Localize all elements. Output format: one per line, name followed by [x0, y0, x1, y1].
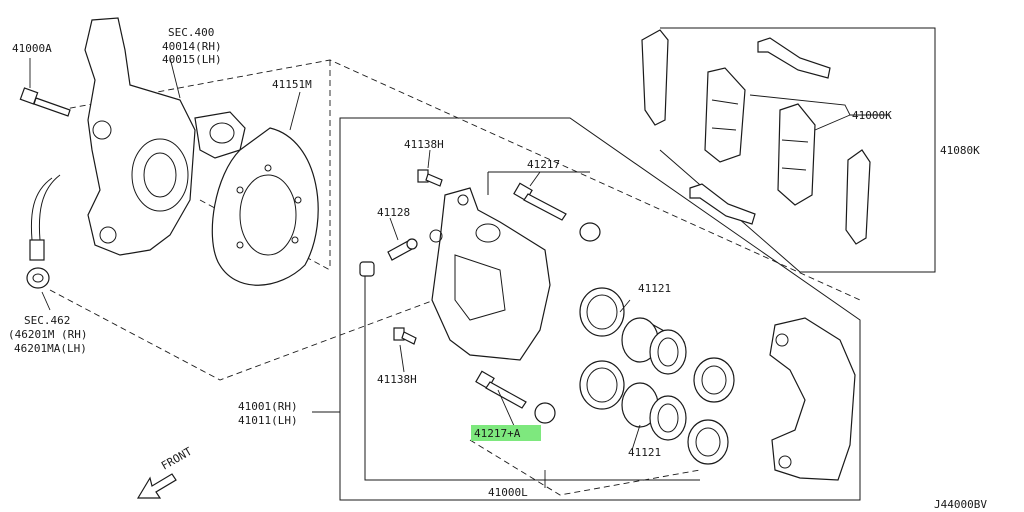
label-41217[interactable]: 41217: [527, 158, 560, 171]
dust-boot-bottom: [687, 419, 729, 465]
dust-boot-top: [693, 357, 735, 403]
bolt-41000a: [19, 87, 71, 117]
caliper-bracket: [769, 317, 856, 481]
label-41000a[interactable]: 41000A: [12, 42, 52, 55]
label-41217a[interactable]: 41217+A: [474, 427, 521, 440]
piston-seal-top: [579, 287, 625, 337]
label-front: FRONT: [159, 445, 195, 473]
label-41121-bottom[interactable]: 41121: [628, 446, 661, 459]
label-41151m[interactable]: 41151M: [272, 78, 312, 91]
brake-hose: [26, 174, 61, 289]
label-46201m[interactable]: (46201M (RH): [8, 328, 87, 341]
pad-clip-top: [757, 37, 831, 79]
label-40014[interactable]: 40014(RH): [162, 40, 222, 53]
label-41000k[interactable]: 41000K: [852, 109, 892, 122]
label-41011[interactable]: 41011(LH): [238, 414, 298, 427]
label-41138h-bottom[interactable]: 41138H: [377, 373, 417, 386]
pad-shim-2: [845, 149, 871, 245]
highlight-box: [471, 425, 541, 441]
label-41080k[interactable]: 41080K: [940, 144, 980, 157]
leader-lines: [29, 28, 936, 488]
pad-shim-1: [641, 29, 669, 126]
pin-41217: [513, 182, 601, 242]
diagram-code: J44000BV: [934, 498, 987, 511]
label-41121-top[interactable]: 41121: [638, 282, 671, 295]
label-41128[interactable]: 41128: [377, 206, 410, 219]
bleeder-41128: [387, 238, 418, 261]
piston-top: [621, 317, 687, 375]
label-46201ma[interactable]: 46201MA(LH): [14, 342, 87, 355]
bolt-41138h-top: [417, 169, 443, 187]
steering-knuckle: [84, 17, 246, 256]
assembly-frames: [339, 27, 936, 501]
label-40015[interactable]: 40015(LH): [162, 53, 222, 66]
label-sec400[interactable]: SEC.400: [168, 26, 214, 39]
dust-shield-41151m: [211, 127, 319, 286]
label-41000l[interactable]: 41000L: [488, 486, 528, 499]
pad-clip-bottom: [689, 183, 756, 225]
bolt-41138h-bottom: [393, 327, 417, 345]
label-41001[interactable]: 41001(RH): [238, 400, 298, 413]
pin-41217a: [475, 370, 556, 424]
piston-bottom: [621, 382, 687, 441]
label-sec462[interactable]: SEC.462: [24, 314, 70, 327]
piston-seal-mid: [579, 360, 625, 410]
caliper-body: [429, 187, 551, 361]
front-arrow-icon: [136, 473, 177, 499]
cap-41128: [359, 261, 375, 277]
brake-pad-1: [704, 67, 746, 163]
brake-pad-2: [777, 103, 816, 206]
label-41138h-top[interactable]: 41138H: [404, 138, 444, 151]
